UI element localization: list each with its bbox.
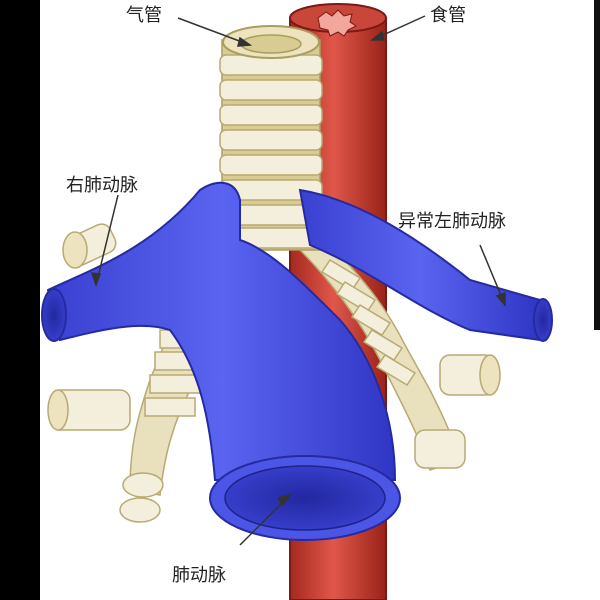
leader-lines: [90, 15, 506, 546]
trachea: [219, 25, 323, 251]
label-right-pulmonary-artery: 右肺动脉: [66, 175, 138, 196]
left-bronchus: [298, 244, 501, 471]
label-abnormal-left-pulmonary-artery: 异常左肺动脉: [398, 211, 506, 232]
label-pulmonary-artery: 肺动脉: [172, 565, 226, 586]
label-trachea: 气管: [126, 5, 162, 26]
edge-bar: [594, 0, 600, 330]
label-esophagus: 食管: [430, 5, 466, 26]
pulmonary-artery: [41, 181, 553, 541]
